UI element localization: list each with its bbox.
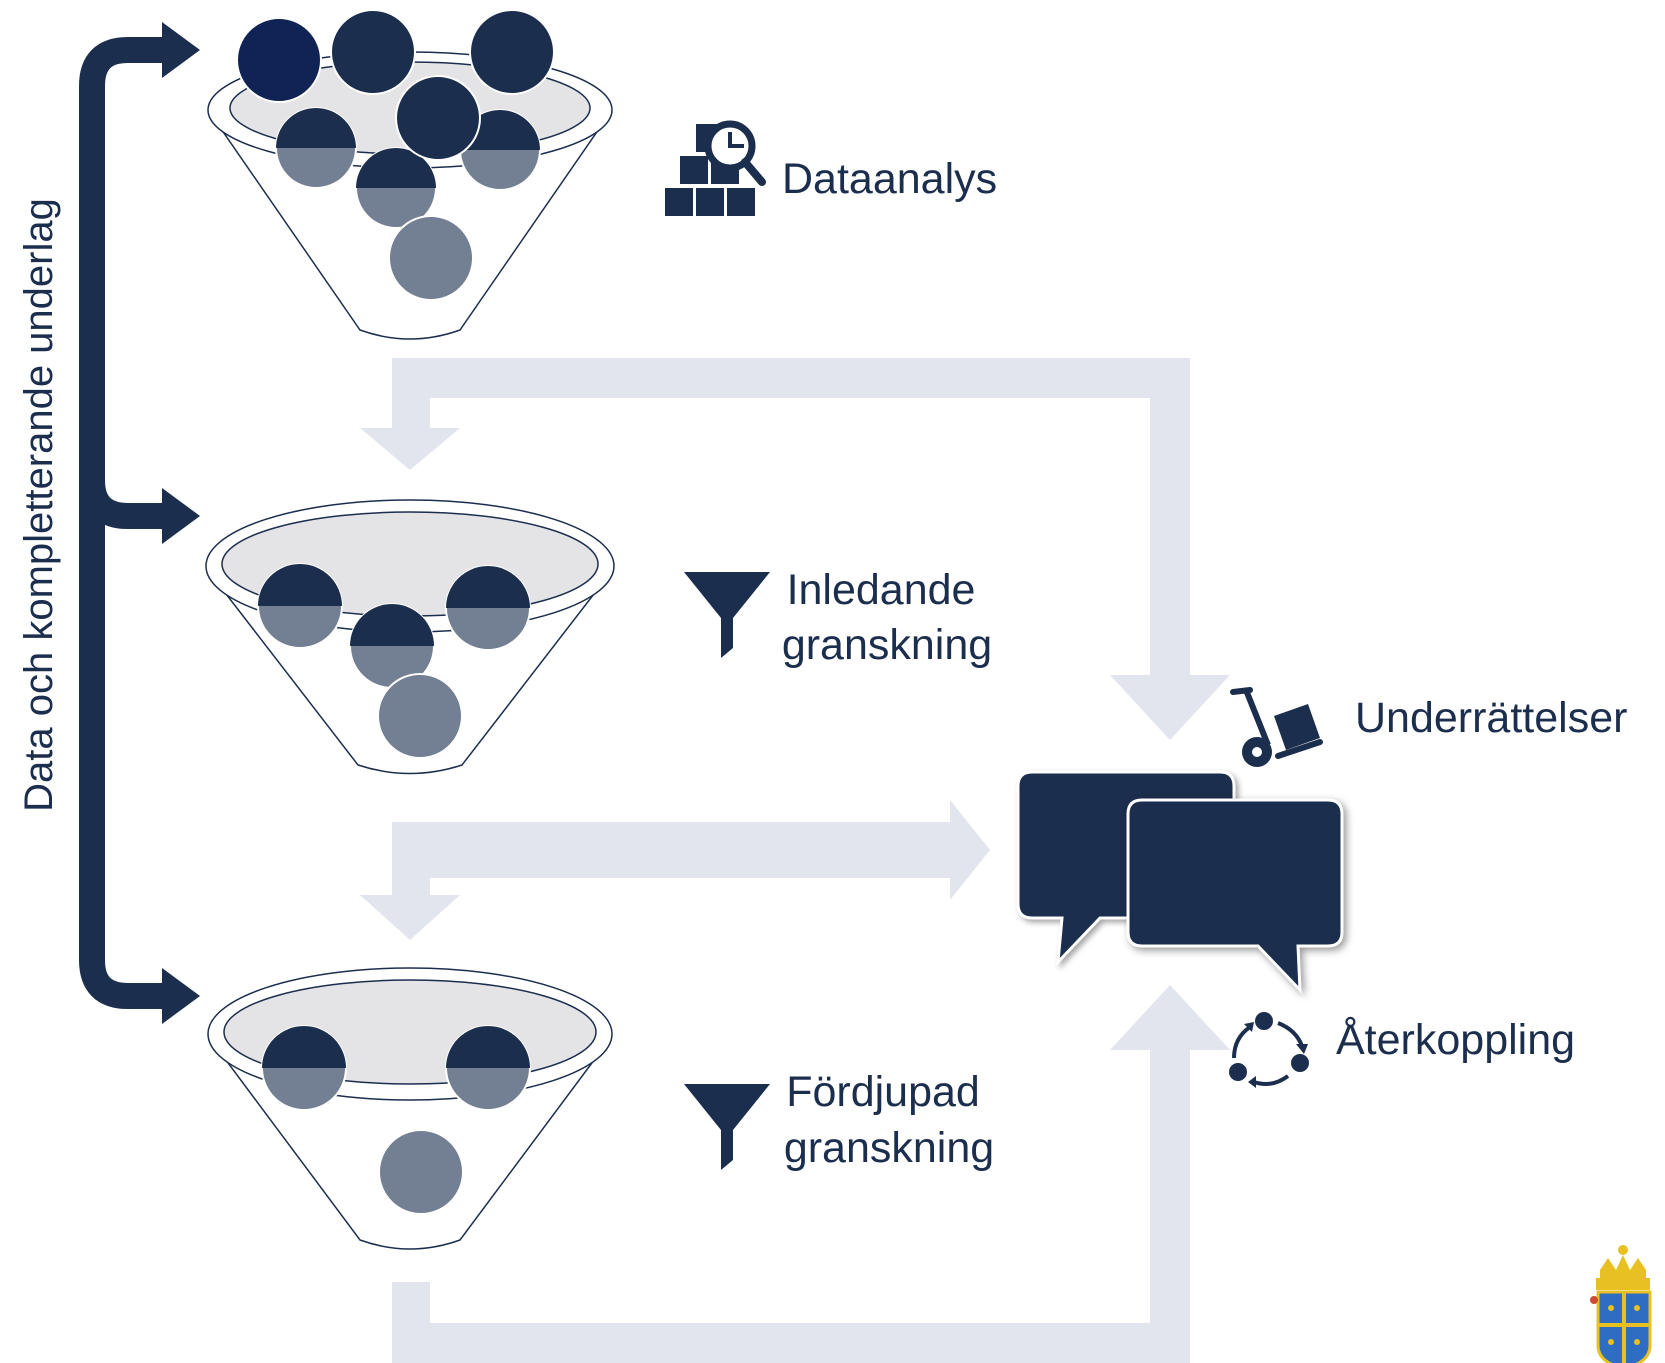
loop-arrow-top	[360, 358, 1230, 740]
stage-label-inledande: Inledande granskning	[782, 566, 992, 669]
data-analysis-icon	[665, 120, 766, 216]
coat-of-arms-logo	[1590, 1245, 1652, 1363]
side-label: Data och kompletterande underlag	[17, 198, 61, 812]
cycle-icon	[1229, 1012, 1309, 1088]
funnel-fordjupad	[207, 967, 613, 1250]
filter-icon	[684, 1084, 770, 1170]
hand-truck-icon	[1230, 687, 1323, 767]
stage-label-dataanalys: Dataanalys	[782, 155, 997, 203]
filter-icon	[684, 572, 770, 658]
bracket-arrowhead-bottom	[162, 968, 200, 1024]
bracket-arrowhead-top	[162, 22, 200, 78]
feedback-arrows	[360, 358, 1230, 1363]
arrow-to-chat	[360, 800, 990, 940]
output-label-underrattelser: Underrättelser	[1355, 694, 1627, 742]
funnel-dataanalys	[207, 9, 613, 340]
stage-label-fordjupad: Fördjupad granskning	[784, 1068, 994, 1172]
chat-bubbles-icon	[1016, 770, 1344, 994]
side-bracket	[78, 22, 200, 1024]
loop-arrow-bottom	[392, 985, 1230, 1363]
funnel-inledande	[205, 499, 615, 775]
bracket-arrowhead-middle	[162, 488, 200, 544]
output-label-aterkoppling: Återkoppling	[1336, 1016, 1575, 1064]
